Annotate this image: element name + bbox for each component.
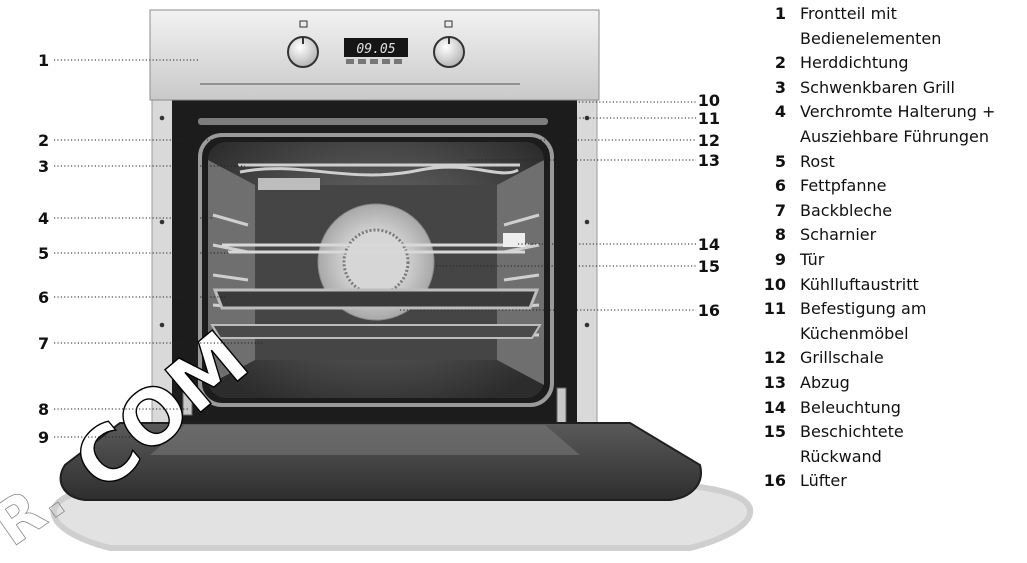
callout-6: 6 <box>38 288 49 307</box>
legend-item: 3 Schwenkbaren Grill <box>750 76 1027 101</box>
legend-number: 9 <box>750 248 786 273</box>
grill-bracket <box>258 178 320 190</box>
oven-door-window <box>150 425 580 455</box>
legend-item: 9 Tür <box>750 248 1027 273</box>
legend-label: Frontteil mit Bedienelementen <box>800 2 941 51</box>
legend-item: 13 Abzug <box>750 371 1027 396</box>
legend-number: 7 <box>750 199 786 224</box>
legend-item: 6 Fettpfanne <box>750 174 1027 199</box>
legend-item: 15 Beschichtete Rückwand <box>750 420 1027 469</box>
legend-label: Verchromte Halterung + Ausziehbare Führu… <box>800 100 995 149</box>
grease-pan <box>215 290 537 308</box>
legend-number: 14 <box>750 396 786 421</box>
callout-1: 1 <box>38 51 49 70</box>
legend-item: 4 Verchromte Halterung + Ausziehbare Führ… <box>750 100 1027 149</box>
callout-16: 16 <box>698 301 720 320</box>
cavity-side-right <box>497 160 544 385</box>
clock-button-5 <box>394 59 402 64</box>
mounting-screw-icon <box>585 323 590 328</box>
callout-4: 4 <box>38 209 49 228</box>
legend-label: Lüfter <box>800 469 847 494</box>
parts-legend: 1 Frontteil mit Bedienelementen 2 Herddicht… <box>750 2 1027 494</box>
clock-button-1 <box>346 59 354 64</box>
callout-3: 3 <box>38 157 49 176</box>
legend-item: 12 Grillschale <box>750 346 1027 371</box>
legend-label: Tür <box>800 248 824 273</box>
legend-label: Backbleche <box>800 199 892 224</box>
clock-button-4 <box>382 59 390 64</box>
control-panel: 09.05 <box>150 10 599 100</box>
callout-8: 8 <box>38 400 49 419</box>
legend-label: Beschichtete Rückwand <box>800 420 904 469</box>
callout-9: 9 <box>38 428 49 447</box>
clock-display-time: 09.05 <box>356 42 395 57</box>
legend-item: 14 Beleuchtung <box>750 396 1027 421</box>
legend-item: 1 Frontteil mit Bedienelementen <box>750 2 1027 51</box>
legend-item: 7 Backbleche <box>750 199 1027 224</box>
mounting-screw-icon <box>160 323 165 328</box>
legend-number: 1 <box>750 2 786 27</box>
legend-number: 3 <box>750 76 786 101</box>
clock-button-3 <box>370 59 378 64</box>
legend-number: 15 <box>750 420 786 445</box>
legend-label: Fettpfanne <box>800 174 886 199</box>
legend-number: 2 <box>750 51 786 76</box>
legend-number: 8 <box>750 223 786 248</box>
legend-label: Schwenkbaren Grill <box>800 76 955 101</box>
callout-2: 2 <box>38 131 49 150</box>
legend-label: Beleuchtung <box>800 396 901 421</box>
clock-button-2 <box>358 59 366 64</box>
legend-item: 16 Lüfter <box>750 469 1027 494</box>
legend-number: 16 <box>750 469 786 494</box>
legend-label: Rost <box>800 150 835 175</box>
legend-number: 11 <box>750 297 786 322</box>
mounting-screw-icon <box>160 116 165 121</box>
legend-label: Kühlluftaustritt <box>800 273 919 298</box>
mounting-screw-icon <box>160 220 165 225</box>
legend-item: 8 Scharnier <box>750 223 1027 248</box>
legend-item: 5 Rost <box>750 150 1027 175</box>
legend-number: 4 <box>750 100 786 125</box>
baking-tray <box>212 325 540 338</box>
callout-12: 12 <box>698 131 720 150</box>
mounting-screw-icon <box>585 220 590 225</box>
legend-item: 11 Befestigung am Küchenmöbel <box>750 297 1027 346</box>
legend-number: 5 <box>750 150 786 175</box>
fan-grille <box>344 230 408 294</box>
callout-7: 7 <box>38 334 49 353</box>
legend-item: 10 Kühlluftaustritt <box>750 273 1027 298</box>
legend-label: Grillschale <box>800 346 884 371</box>
oven-light-icon <box>503 233 525 247</box>
legend-item: 2 Herddichtung <box>750 51 1027 76</box>
callout-10: 10 <box>698 91 720 110</box>
callout-11: 11 <box>698 109 720 128</box>
callout-15: 15 <box>698 257 720 276</box>
legend-number: 10 <box>750 273 786 298</box>
legend-label: Abzug <box>800 371 850 396</box>
cooling-air-vent <box>198 118 548 125</box>
callout-14: 14 <box>698 235 720 254</box>
legend-label: Befestigung am Küchenmöbel <box>800 297 926 346</box>
legend-label: Scharnier <box>800 223 876 248</box>
legend-number: 13 <box>750 371 786 396</box>
callout-13: 13 <box>698 151 720 170</box>
callout-5: 5 <box>38 244 49 263</box>
legend-number: 6 <box>750 174 786 199</box>
legend-number: 12 <box>750 346 786 371</box>
legend-label: Herddichtung <box>800 51 909 76</box>
